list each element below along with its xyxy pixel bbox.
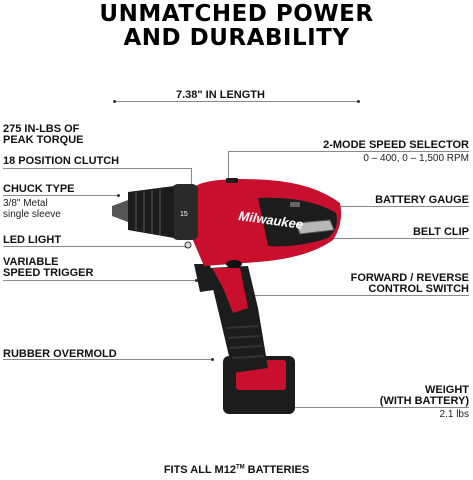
forward-reverse-leader-line [236,295,469,296]
trigger-dot [195,279,198,282]
battery-gauge-leader-line [296,206,469,207]
speed-selector-sub: 0 – 400, 0 – 1,500 RPM [363,153,469,164]
chuck-leader-line [3,195,118,196]
belt-clip-leader-line [326,238,469,239]
battery-gauge-label: BATTERY GAUGE [375,194,469,206]
drill-illustration: Milwaukee 15 [112,178,342,414]
length-dot-right [357,100,360,103]
trigger [194,264,214,292]
overmold-dot [211,358,214,361]
length-dimension-line [114,101,358,102]
speed-selector-leader-line [228,151,469,152]
led-label: LED LIGHT [3,234,62,246]
clutch-leader-line [3,168,191,169]
clutch-leader-vertical [191,168,192,184]
page-title-line2: AND DURABILITY [123,25,350,51]
overmold-label: RUBBER OVERMOLD [3,348,117,360]
forward-reverse-switch [226,260,242,268]
trigger-leader-line [3,280,196,281]
footer-suffix: BATTERIES [244,464,310,476]
clutch-label: 18 POSITION CLUTCH [3,155,120,167]
chuck-sub1: 3/8" Metal [3,198,48,209]
chuck [128,186,174,238]
chuck-dot [117,194,120,197]
grip-ribs [225,325,265,359]
weight-sub: 2.1 lbs [439,409,469,420]
footer-note: FITS ALL M12TM BATTERIES [0,464,473,476]
belt-clip-label: BELT CLIP [412,226,469,238]
torque-label-line2: PEAK TORQUE [3,134,84,146]
weight-leader-line [284,407,469,408]
overmold-leader-line [3,359,212,360]
chuck-tip [112,200,128,222]
trigger-label-line1: VARIABLE [3,256,59,268]
page-title-line1: UNMATCHED POWER [99,1,374,27]
weight-label-line1: WEIGHT [425,384,469,396]
length-label: 7.38" IN LENGTH [176,89,265,101]
speed-selector [226,178,238,183]
footer-trademark: TM [235,464,245,471]
led-light [184,241,192,249]
speed-selector-label: 2-MODE SPEED SELECTOR [323,139,469,151]
clutch-marks: 15 [180,211,188,218]
chuck-sub2: single sleeve [3,209,61,220]
forward-reverse-label-line1: FORWARD / REVERSE [350,272,469,284]
length-dot-left [113,100,116,103]
chuck-ribs [135,189,161,235]
chuck-label: CHUCK TYPE [3,183,75,195]
trigger-label-line2: SPEED TRIGGER [3,267,94,279]
speed-selector-leader-vertical [228,151,229,181]
led-leader-line [3,246,186,247]
battery-gauge [290,202,300,207]
torque-label-line1: 275 IN-LBS OF [3,123,80,135]
belt-clip [295,219,335,235]
weight-label-line2: (WITH BATTERY) [379,395,469,407]
body-rear-cap [258,197,337,247]
forward-reverse-label-line2: CONTROL SWITCH [368,283,469,295]
footer-text: FITS ALL M12 [163,464,236,476]
clutch-collar [172,184,198,240]
handle-red-panel [212,268,248,313]
